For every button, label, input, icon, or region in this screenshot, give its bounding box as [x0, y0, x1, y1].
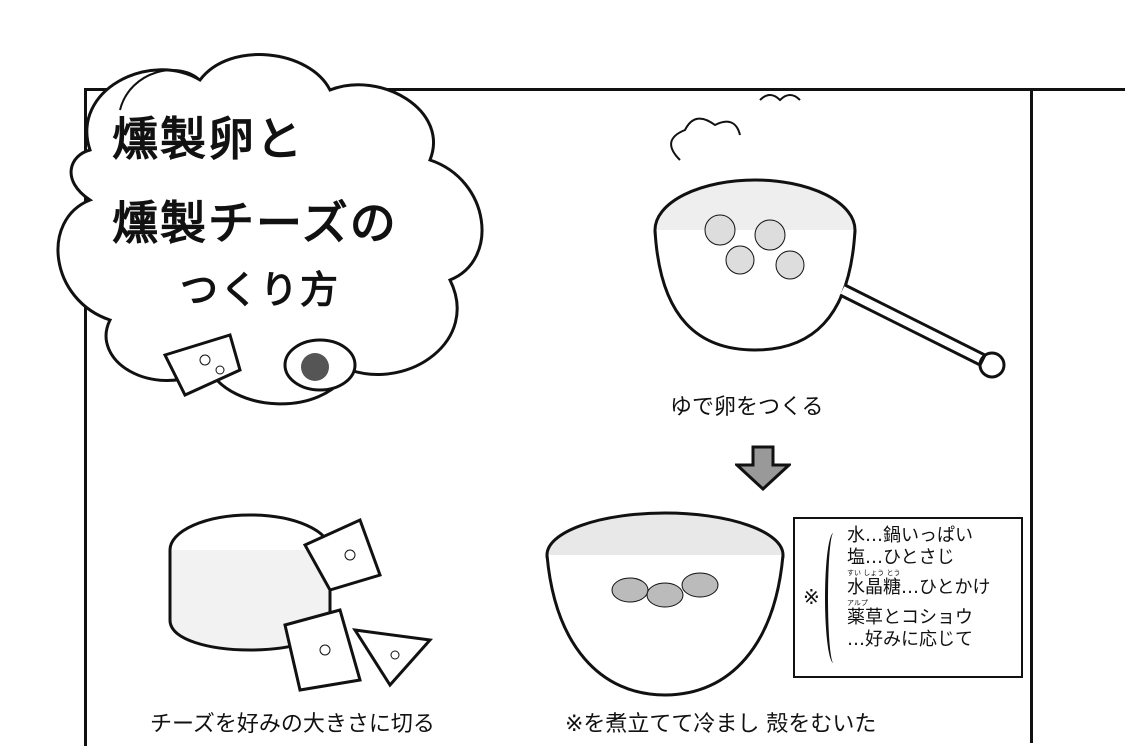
ingredients-list: 水…鍋いっぱい 塩…ひとさじ すい しょう とう水晶糖…ひとかけ アルプ薬草とコ… — [847, 525, 990, 651]
ingredient-sugar-name: 水晶糖 — [847, 577, 901, 598]
ingredient-sugar: すい しょう とう水晶糖…ひとかけ — [847, 569, 990, 599]
title-line-1: 燻製卵と — [112, 112, 304, 166]
ingredient-herbs-rest: とコショウ — [883, 607, 973, 628]
ingredient-herbs-name: 薬草 — [847, 607, 883, 628]
title-line-2: 燻製チーズの — [112, 196, 398, 250]
down-arrow-icon — [735, 445, 791, 491]
bowl-illustration — [545, 511, 785, 697]
brace — [825, 533, 842, 663]
smoke-cloud-illustration — [56, 53, 484, 406]
step-caption-soak: ※を煮立てて冷まし 殻をむいた — [565, 712, 877, 737]
panel-frame — [84, 88, 1125, 746]
boiled-egg-icon — [283, 338, 357, 392]
ingredient-sugar-amount: …ひとかけ — [901, 577, 991, 598]
cheese-wedge-icon — [162, 333, 242, 397]
step-caption-boil-eggs: ゆで卵をつくる — [670, 395, 824, 420]
ingredient-herbs-amount: …好みに応じて — [847, 629, 973, 650]
cheese-illustration — [168, 513, 433, 692]
ingredient-sugar-ruby: すい しょう とう — [847, 569, 901, 577]
boiling-pot-illustration — [653, 94, 1006, 379]
reference-mark: ※ — [803, 585, 820, 609]
panel-border — [1030, 88, 1033, 743]
ingredients-box: ※ 水…鍋いっぱい 塩…ひとさじ すい しょう とう水晶糖…ひとかけ アルプ薬草… — [793, 517, 1023, 678]
ingredient-water: 水…鍋いっぱい — [847, 525, 973, 546]
ingredient-herbs: アルプ薬草とコショウ — [847, 599, 990, 629]
ingredient-herbs-ruby: アルプ — [847, 599, 868, 607]
title-line-3: つくり方 — [180, 268, 341, 312]
ingredient-salt: 塩…ひとさじ — [847, 547, 955, 568]
step-caption-cut-cheese: チーズを好みの大きさに切る — [150, 712, 435, 737]
